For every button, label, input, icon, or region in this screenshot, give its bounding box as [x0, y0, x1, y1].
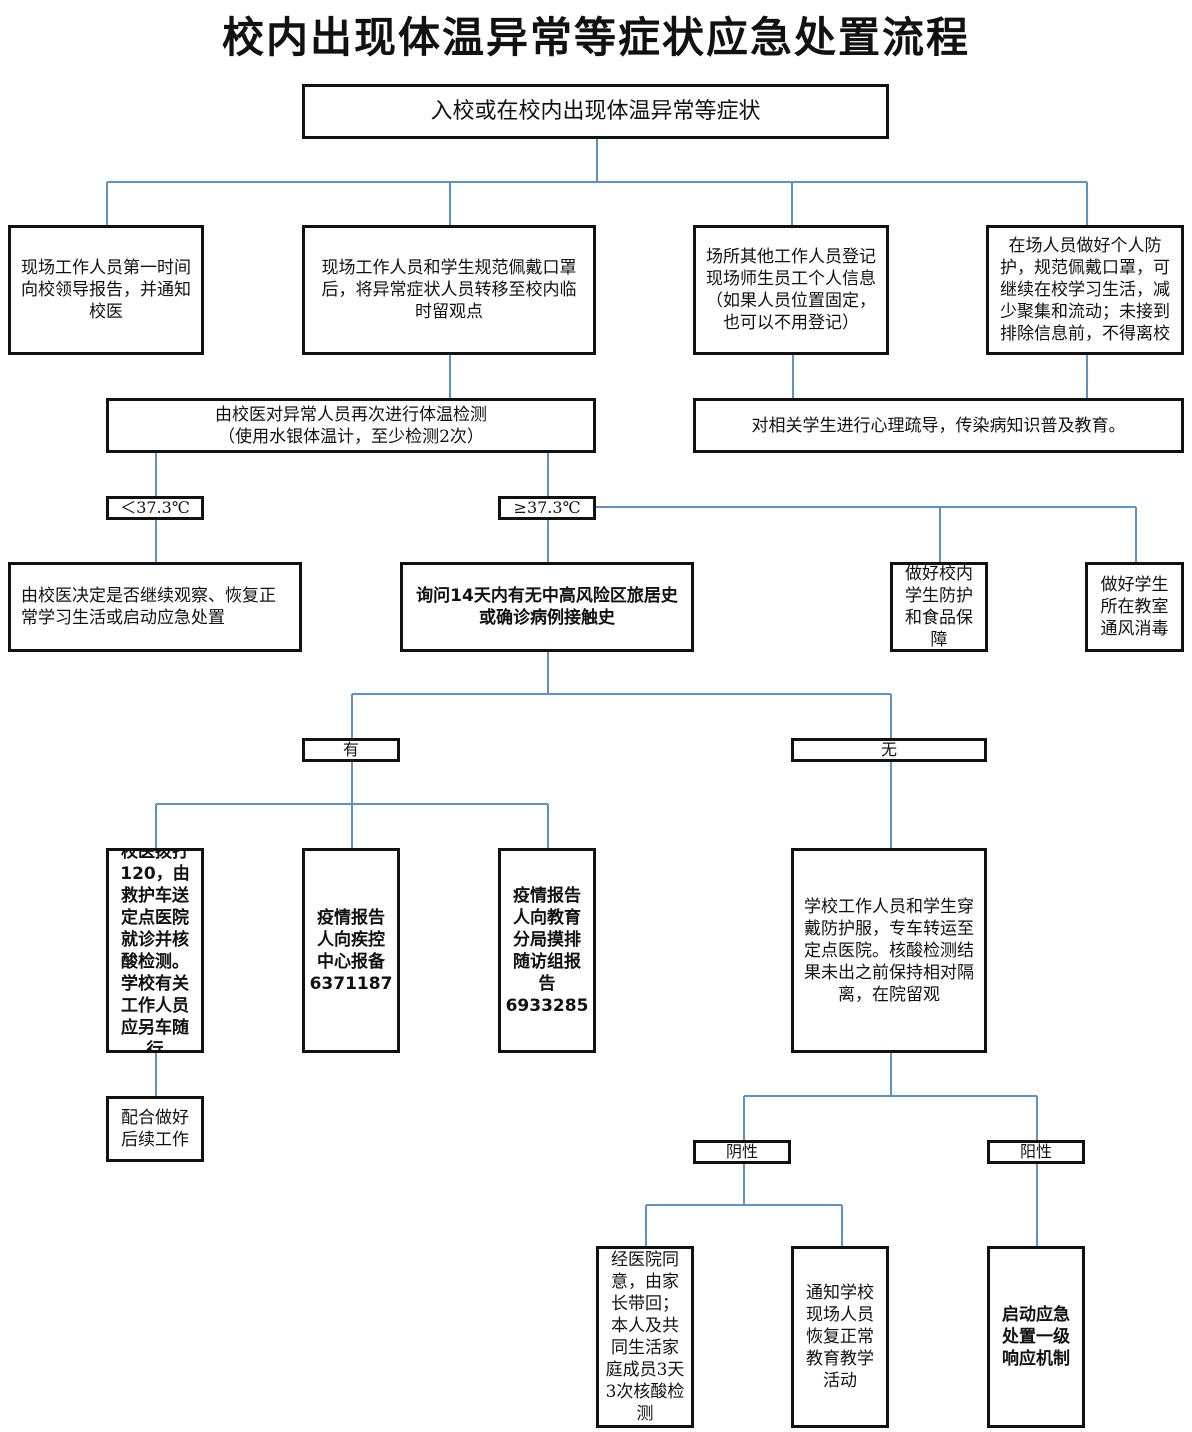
campus-protect-node: 做好校内学生防护和食品保障: [890, 562, 988, 652]
start-emergency-node: 启动应急处置一级响应机制: [987, 1246, 1085, 1428]
no-label: 无: [791, 738, 987, 762]
call-120-node: 校医拨打120，由救护车送定点医院就诊并核酸检测。学校有关工作人员应另车随行: [106, 848, 204, 1053]
positive-label: 阳性: [987, 1140, 1085, 1164]
above-temp-label: ≥37.3℃: [498, 496, 596, 520]
psych-guidance-node: 对相关学生进行心理疏导，传染病知识普及教育。: [693, 398, 1184, 453]
parent-home-node: 经医院同意，由家长带回；本人及共同生活家庭成员3天3次核酸检测: [596, 1246, 694, 1428]
report-cdc-node: 疫情报告人向疾控中心报备6371187: [302, 848, 400, 1053]
ask-history-node: 询问14天内有无中高风险区旅居史或确诊病例接触史: [400, 562, 694, 652]
register-info-node: 场所其他工作人员登记现场师生员工个人信息（如果人员位置固定，也可以不用登记）: [693, 225, 889, 355]
onsite-protect-node: 在场人员做好个人防护，规范佩戴口罩，可继续在校学习生活，减少聚集和流动；未接到排…: [986, 225, 1184, 355]
negative-label: 阴性: [693, 1140, 791, 1164]
recheck-temperature-node: 由校医对异常人员再次进行体温检测 （使用水银体温计，至少检测2次）: [106, 398, 596, 453]
start-node: 入校或在校内出现体温异常等症状: [302, 84, 889, 139]
report-leader-node: 现场工作人员第一时间向校领导报告，并通知校医: [8, 225, 204, 355]
page-title: 校内出现体温异常等症状应急处置流程: [221, 13, 970, 62]
doctor-decide-node: 由校医决定是否继续观察、恢复正常学习生活或启动应急处置: [8, 562, 302, 652]
mask-transfer-node: 现场工作人员和学生规范佩戴口罩后，将异常症状人员转移至校内临时留观点: [302, 225, 596, 355]
classroom-disinfect-node: 做好学生所在教室通风消毒: [1085, 562, 1184, 652]
transfer-hospital-node: 学校工作人员和学生穿戴防护服，专车转运至定点医院。核酸检测结果未出之前保持相对隔…: [791, 848, 987, 1053]
resume-teaching-node: 通知学校现场人员恢复正常教育教学活动: [791, 1246, 889, 1428]
report-edu-node: 疫情报告人向教育分局摸排随访组报告6933285: [498, 848, 596, 1053]
yes-label: 有: [302, 738, 400, 762]
below-temp-label: ＜37.3℃: [106, 496, 204, 520]
follow-up-node: 配合做好后续工作: [106, 1096, 204, 1162]
